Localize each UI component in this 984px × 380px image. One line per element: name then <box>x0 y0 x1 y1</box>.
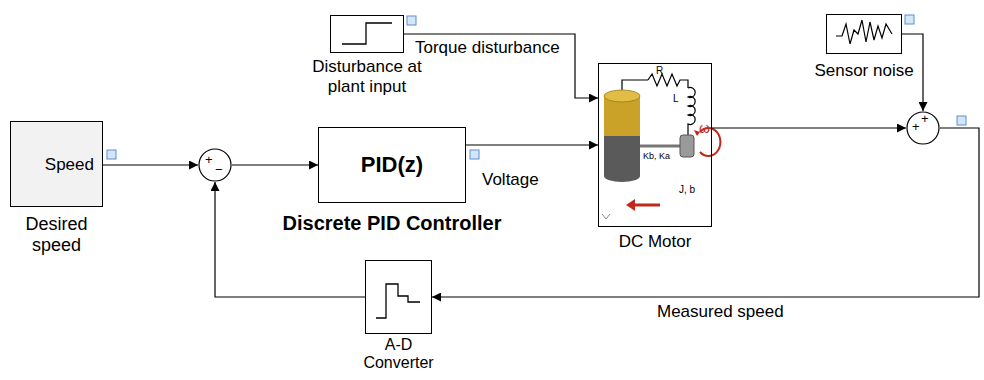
signal-label: Torque disturbance <box>413 38 562 58</box>
noise-icon <box>836 20 892 44</box>
symbol-text: L <box>673 93 679 105</box>
block-text: Speed <box>45 155 94 175</box>
symbol-text: R <box>656 65 663 77</box>
signal-line <box>404 34 598 98</box>
sum-junction: ++ <box>906 111 940 145</box>
motor-block: RLKb, KaωJ, bDC Motor <box>598 63 712 227</box>
signal-line <box>215 182 365 297</box>
signal-line <box>432 128 979 297</box>
signal-line <box>712 127 906 128</box>
adc-block-fill <box>365 260 432 334</box>
step-icon <box>342 23 392 44</box>
sign-text: + <box>912 120 920 135</box>
step-block-fill <box>330 15 404 53</box>
block-caption: Disturbance at plant input <box>307 57 427 96</box>
signal-label: Voltage <box>480 170 541 190</box>
source-block: SpeedDesired speed <box>10 121 103 207</box>
sum-junction: +− <box>198 148 232 182</box>
signal-line <box>232 164 318 165</box>
port-marker <box>107 15 966 159</box>
symbol-text: Kb, Ka <box>643 151 670 161</box>
block-text: PID(z) <box>361 152 423 177</box>
converter-block: A-D Converter <box>365 260 432 334</box>
signal-line <box>466 144 598 145</box>
step-block: Disturbance at plant input <box>330 15 404 53</box>
sign-text: + <box>205 153 213 168</box>
sign-text: + <box>921 112 929 127</box>
adc-icon <box>376 284 420 318</box>
block-caption: Sensor noise <box>814 61 913 81</box>
symbol-text: J, b <box>679 184 695 196</box>
signal-label: Measured speed <box>655 302 786 322</box>
controller-block: PID(z)Discrete PID Controller <box>318 127 466 203</box>
symbol-text: ω <box>699 120 710 136</box>
sign-text: − <box>215 163 223 178</box>
block-caption: Discrete PID Controller <box>283 212 502 235</box>
block-caption: A-D Converter <box>354 336 444 371</box>
block-caption: DC Motor <box>619 232 692 252</box>
block-caption: Desired speed <box>17 214 97 255</box>
noise-block-fill <box>826 14 902 54</box>
signal-line <box>103 164 198 165</box>
noise-block: Sensor noise <box>826 14 902 54</box>
source-block-fill <box>10 121 103 207</box>
dc-motor-icon <box>599 64 720 226</box>
